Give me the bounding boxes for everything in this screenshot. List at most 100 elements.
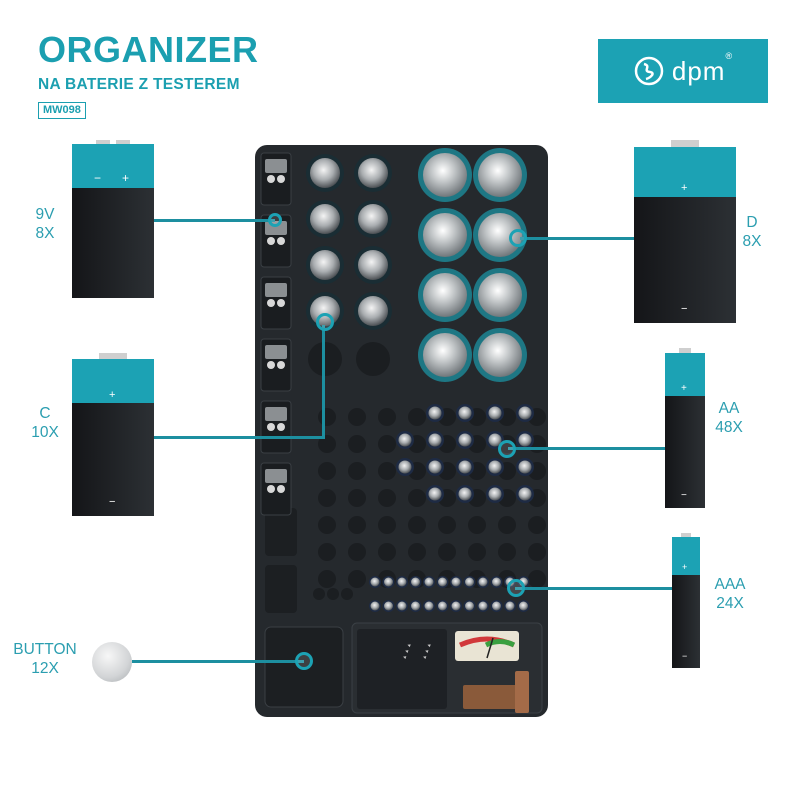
aaa-cell: [478, 601, 488, 611]
brand-name: dpm: [671, 55, 726, 86]
aaa-cell: [465, 601, 474, 611]
target-dot-aa: [498, 440, 516, 458]
aa-cell: [458, 433, 472, 447]
svg-text:+: +: [122, 171, 129, 185]
aa-cell: [518, 433, 532, 447]
label-c: C 10X: [22, 404, 68, 442]
aaa-cell: [451, 601, 461, 611]
button-cell-image: [92, 642, 132, 682]
svg-text:−: −: [681, 303, 687, 315]
aa-cell: [428, 487, 442, 501]
label-9v-count: 8X: [35, 225, 55, 242]
connector-d: [520, 237, 634, 240]
c-cell: [310, 250, 340, 280]
aaa-cell: [451, 577, 461, 587]
c-cell: [358, 250, 388, 280]
label-aaa-count: 24X: [716, 595, 744, 612]
nine-volt-slots: [260, 152, 292, 516]
connector-c-vertical: [322, 325, 325, 439]
svg-text:−: −: [109, 496, 115, 508]
d-battery-image: + −: [634, 140, 736, 323]
target-dot-d: [509, 229, 527, 247]
aa-cell: [488, 433, 502, 447]
aa-cell: [458, 406, 472, 420]
registered-mark: ®: [725, 51, 733, 61]
aaa-battery-image: + −: [672, 533, 700, 668]
product-subtitle: NA BATERIE Z TESTEREM: [38, 76, 240, 93]
aaa-cell: [397, 601, 407, 611]
target-dot-c: [316, 313, 334, 331]
aaa-cell: [370, 577, 380, 587]
c-cell: [358, 158, 388, 188]
aa-cell: [428, 433, 442, 447]
aaa-cell: [424, 577, 434, 587]
aaa-cell: [411, 577, 420, 587]
aaa-cell: [465, 577, 474, 587]
aaa-cell: [505, 601, 515, 611]
aa-cell: [488, 460, 502, 474]
label-button-count: 12X: [31, 660, 59, 677]
label-c-count: 10X: [31, 424, 59, 441]
target-dot-button: [295, 652, 313, 670]
aa-cell: [398, 433, 412, 447]
d-cell: [423, 273, 467, 317]
aa-cell: [398, 460, 412, 474]
nine-volt-slot: [265, 283, 287, 307]
aa-cell: [458, 460, 472, 474]
organizer-illustration: ▲ ▲ ▲ ▲ ▲ ▲: [255, 145, 548, 717]
d-battery-slots: [418, 148, 527, 382]
aaa-cell: [438, 577, 447, 587]
aa-cell: [488, 406, 502, 420]
nine-volt-slot: [265, 345, 287, 369]
connector-c-horizontal: [154, 436, 325, 439]
aaa-cell: [492, 577, 501, 587]
aa-cell: [518, 406, 532, 420]
nine-volt-slot: [265, 159, 287, 183]
label-aa-name: AA: [718, 400, 740, 417]
d-cell: [478, 333, 522, 377]
aaa-cell: [384, 601, 393, 611]
connector-9v: [154, 219, 275, 222]
aa-cell: [428, 460, 442, 474]
target-dot-9v: [268, 213, 282, 227]
svg-text:−: −: [94, 171, 101, 185]
c-cell: [310, 204, 340, 234]
label-c-name: C: [39, 405, 51, 422]
model-badge: MW098: [38, 102, 86, 119]
nine-volt-slot: [265, 469, 287, 493]
d-cell: [423, 153, 467, 197]
aa-cell: [428, 406, 442, 420]
svg-text:+: +: [681, 182, 687, 194]
empty-slots: [265, 408, 546, 613]
aaa-cell: [519, 601, 528, 611]
aaa-battery-slots: [313, 576, 530, 612]
aa-battery-slots: [396, 404, 534, 503]
aa-battery-image: + −: [665, 348, 705, 508]
c-cell: [310, 158, 340, 188]
nine-volt-slot: [265, 407, 287, 431]
svg-text:+: +: [682, 562, 687, 572]
aa-cell: [518, 487, 532, 501]
c-cell: [358, 204, 388, 234]
label-aa-count: 48X: [715, 419, 743, 436]
svg-text:−: −: [682, 651, 687, 661]
product-title: ORGANIZER: [38, 29, 259, 70]
label-button: BUTTON 12X: [4, 640, 86, 678]
svg-text:+: +: [681, 383, 687, 394]
svg-text:−: −: [681, 490, 687, 501]
d-cell: [478, 153, 522, 197]
c-battery-image: + −: [72, 353, 154, 516]
nine-volt-slot: [265, 221, 287, 245]
aaa-cell: [411, 601, 420, 611]
svg-text:▲ ▲ ▲: ▲ ▲ ▲: [401, 642, 413, 661]
c-cell: [358, 296, 388, 326]
aaa-cell: [438, 601, 447, 611]
connector-aa: [508, 447, 665, 450]
aaa-cell: [397, 577, 407, 587]
nine-volt-battery-image: − +: [72, 140, 154, 298]
d-cell: [423, 333, 467, 377]
d-cell: [478, 213, 522, 257]
aaa-cell: [478, 577, 488, 587]
label-d: D 8X: [730, 213, 774, 251]
aaa-cell: [424, 601, 434, 611]
